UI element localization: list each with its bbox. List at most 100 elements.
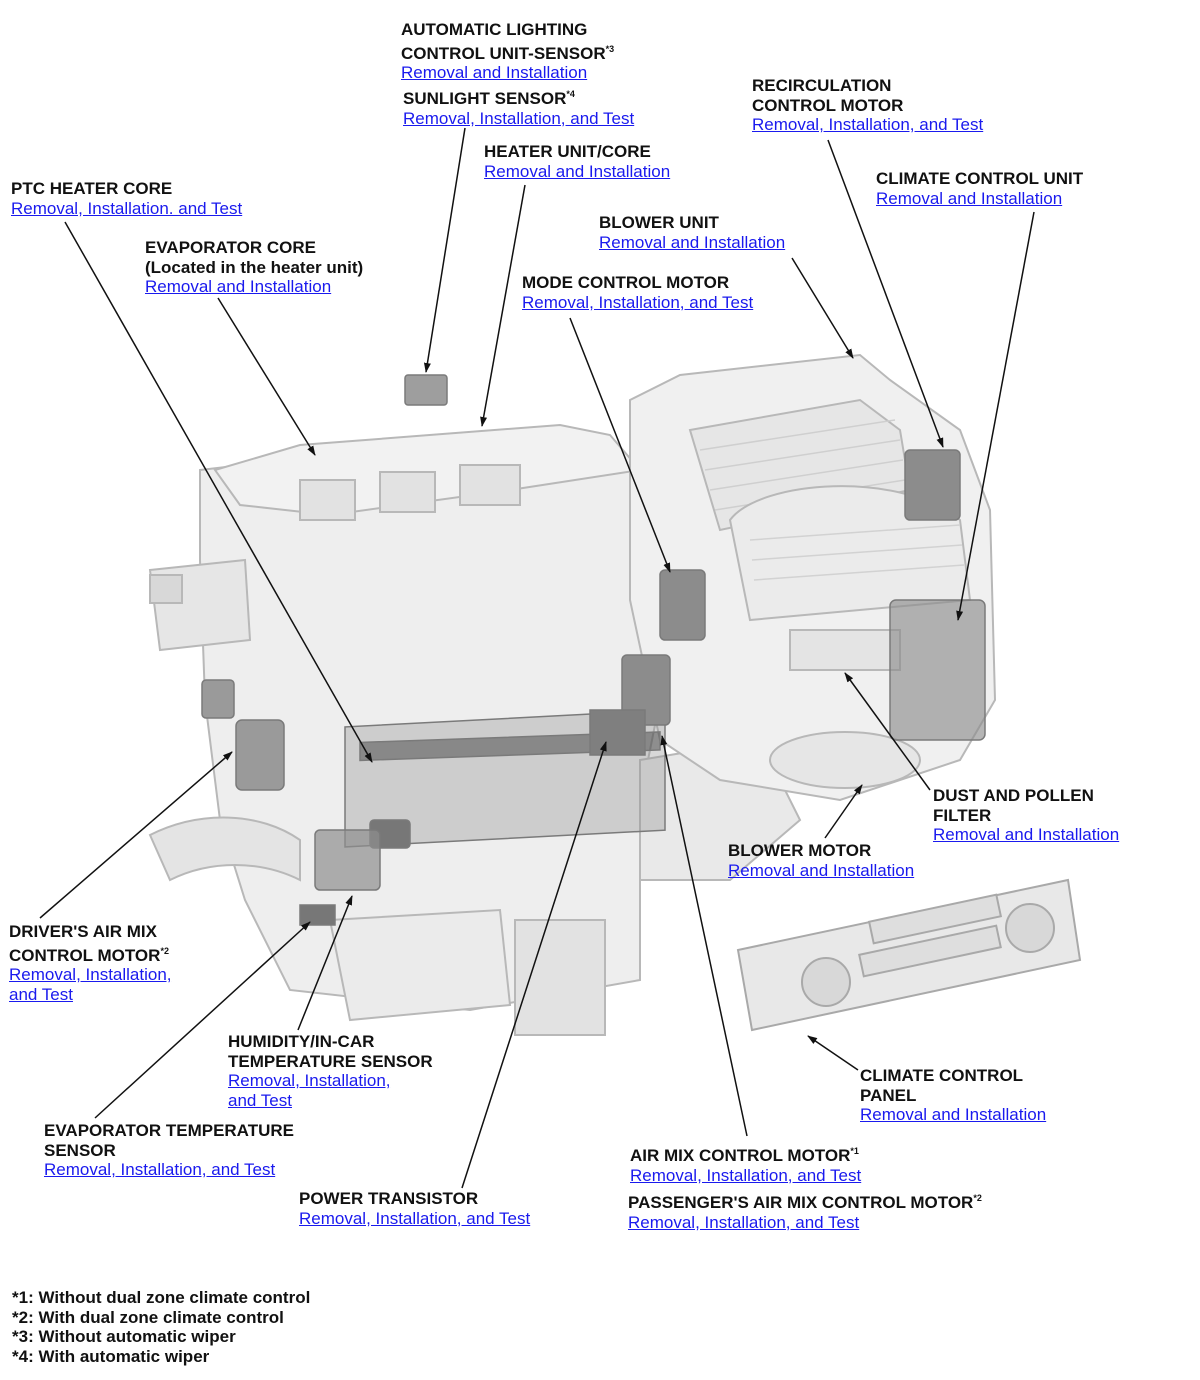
evap-temp-sensor <box>299 904 336 926</box>
sunlight-sensor <box>404 374 448 406</box>
callout-recirculation-motor: RECIRCULATION CONTROL MOTOR Removal, Ins… <box>752 76 983 135</box>
ptc-heater-title: PTC HEATER CORE <box>11 179 173 198</box>
evaporator-core-link[interactable]: Removal and Installation <box>145 277 332 296</box>
evaporator-core-subtitle: (Located in the heater unit) <box>145 257 364 277</box>
footnote-3: *3: Without automatic wiper <box>12 1327 236 1346</box>
leader-mode-control-motor <box>569 317 671 573</box>
air-mix-motor-title: AIR MIX CONTROL MOTOR*1 <box>630 1146 859 1165</box>
footnote-2: *2: With dual zone climate control <box>12 1307 284 1327</box>
driver-air-mix-title: DRIVER'S AIR MIX CONTROL MOTOR*2 <box>9 922 169 965</box>
footnote-1: *1: Without dual zone climate control <box>12 1288 311 1307</box>
power-transistor <box>589 709 646 756</box>
dust-filter-title: DUST AND POLLEN FILTER <box>933 786 1094 825</box>
callout-climate-control-panel: CLIMATE CONTROL PANEL Removal and Instal… <box>860 1066 1080 1125</box>
callout-power-transistor: POWER TRANSISTOR Removal, Installation, … <box>299 1189 530 1228</box>
auto-lighting-link[interactable]: Removal and Installation <box>401 63 588 82</box>
dust-filter-link[interactable]: Removal and Installation <box>933 825 1120 844</box>
driver-air-mix-link[interactable]: Removal, Installation, and Test <box>9 965 172 1004</box>
leader-recirculation-motor <box>827 139 944 448</box>
callout-blower-motor: BLOWER MOTOR Removal and Installation <box>728 841 914 880</box>
power-transistor-link[interactable]: Removal, Installation, and Test <box>299 1208 531 1228</box>
leader-blower-unit <box>791 257 854 359</box>
leader-evaporator-core <box>217 297 316 456</box>
blower-unit-link[interactable]: Removal and Installation <box>599 232 786 252</box>
passenger-air-mix-title: PASSENGER'S AIR MIX CONTROL MOTOR*2 <box>628 1193 982 1212</box>
humidity-sensor-title: HUMIDITY/IN-CAR TEMPERATURE SENSOR <box>228 1032 433 1071</box>
driver-airmix-connector <box>201 679 235 719</box>
climate-control-unit <box>889 599 986 741</box>
climate-control-unit-link[interactable]: Removal and Installation <box>876 188 1063 208</box>
recirculation-motor-title: RECIRCULATION CONTROL MOTOR <box>752 76 904 115</box>
sunlight-sensor-link[interactable]: Removal, Installation, and Test <box>403 108 635 128</box>
callout-heater-unit: HEATER UNIT/CORE Removal and Installatio… <box>484 142 670 181</box>
mode-control-motor-title: MODE CONTROL MOTOR <box>522 273 730 292</box>
lower-duct <box>328 908 512 1022</box>
panel-button-row <box>867 893 1003 945</box>
dark-components <box>201 374 986 926</box>
power-transistor-title: POWER TRANSISTOR <box>299 1189 479 1208</box>
leader-sunlight-sensor <box>423 127 466 373</box>
tray-slot <box>299 479 356 521</box>
leader-driver-air-mix <box>39 751 233 919</box>
tray-slot <box>459 464 521 506</box>
callout-mode-control-motor: MODE CONTROL MOTOR Removal, Installation… <box>522 273 753 312</box>
panel-knob-right <box>1005 903 1055 953</box>
leader-power-transistor <box>461 741 607 1189</box>
evaporator-core-title: EVAPORATOR CORE <box>145 238 316 257</box>
callout-air-mix-motor: AIR MIX CONTROL MOTOR*1 Removal, Install… <box>630 1142 861 1185</box>
leader-dust-filter <box>844 672 931 791</box>
leader-heater-unit <box>480 184 526 427</box>
panel-button-row <box>858 924 1002 978</box>
humidity-sensor-link[interactable]: Removal, Installation, and Test <box>228 1071 391 1110</box>
callout-blower-unit: BLOWER UNIT Removal and Installation <box>599 213 785 252</box>
heater-unit-link[interactable]: Removal and Installation <box>484 161 671 181</box>
callout-driver-air-mix: DRIVER'S AIR MIX CONTROL MOTOR*2 Removal… <box>9 922 209 1004</box>
callout-climate-control-unit: CLIMATE CONTROL UNIT Removal and Install… <box>876 169 1083 208</box>
leader-evap-temp-sensor <box>94 921 311 1119</box>
ptc-heater-link[interactable]: Removal, Installation. and Test <box>11 198 243 218</box>
callout-evaporator-core: EVAPORATOR CORE (Located in the heater u… <box>145 238 363 297</box>
callout-humidity-sensor: HUMIDITY/IN-CAR TEMPERATURE SENSOR Remov… <box>228 1032 478 1110</box>
drain-pipe <box>148 816 301 882</box>
blower-motor-link[interactable]: Removal and Installation <box>728 860 915 880</box>
ptc-heater-bar <box>359 731 661 762</box>
blower-motor-title: BLOWER MOTOR <box>728 841 872 860</box>
leader-ptc-heater <box>64 221 373 763</box>
auto-lighting-title: AUTOMATIC LIGHTING CONTROL UNIT-SENSOR*3 <box>401 20 615 63</box>
air-mix-motor-link[interactable]: Removal, Installation, and Test <box>630 1165 862 1185</box>
leader-climate-panel <box>807 1035 859 1071</box>
blower-motor-body <box>769 731 921 789</box>
footnotes: *1: Without dual zone climate control *2… <box>12 1288 310 1366</box>
evap-temp-sensor-box <box>314 829 381 891</box>
leader-climate-control-unit <box>956 211 1035 621</box>
mode-control-motor-link[interactable]: Removal, Installation, and Test <box>522 292 754 312</box>
callout-dust-pollen-filter: DUST AND POLLEN FILTER Removal and Insta… <box>933 786 1119 845</box>
leader-humidity-sensor <box>297 895 353 1031</box>
driver-air-mix-motor <box>235 719 285 791</box>
tray-slot <box>379 471 436 513</box>
footnote-4: *4: With automatic wiper <box>12 1346 210 1366</box>
leader-blower-motor <box>824 784 863 839</box>
callout-auto-lighting: AUTOMATIC LIGHTING CONTROL UNIT-SENSOR*3… <box>401 20 661 83</box>
mode-control-motor <box>659 569 706 641</box>
recirculation-motor-link[interactable]: Removal, Installation, and Test <box>752 115 984 134</box>
leader-lines <box>39 127 1035 1189</box>
recirculation-motor <box>904 449 961 521</box>
callout-evap-temp-sensor: EVAPORATOR TEMPERATURE SENSOR Removal, I… <box>44 1121 314 1180</box>
left-bracket <box>149 574 183 604</box>
climate-control-unit-title: CLIMATE CONTROL UNIT <box>876 169 1084 188</box>
passenger-air-mix-link[interactable]: Removal, Installation, and Test <box>628 1212 860 1232</box>
callout-ptc-heater: PTC HEATER CORE Removal, Installation. a… <box>11 179 242 218</box>
climate-panel-link[interactable]: Removal and Installation <box>860 1105 1047 1124</box>
filter-slot <box>789 629 901 671</box>
evap-temp-sensor-link[interactable]: Removal, Installation, and Test <box>44 1160 276 1179</box>
leader-air-mix-motor <box>660 735 748 1137</box>
climate-control-panel-illustration <box>736 878 1082 1032</box>
callout-sunlight-sensor: SUNLIGHT SENSOR*4 Removal, Installation,… <box>403 85 634 128</box>
lower-outlet <box>514 919 606 1036</box>
left-flange <box>148 558 252 652</box>
evap-temp-sensor-title: EVAPORATOR TEMPERATURE SENSOR <box>44 1121 294 1160</box>
heater-unit-title: HEATER UNIT/CORE <box>484 142 651 161</box>
callout-passenger-air-mix: PASSENGER'S AIR MIX CONTROL MOTOR*2 Remo… <box>628 1189 982 1232</box>
